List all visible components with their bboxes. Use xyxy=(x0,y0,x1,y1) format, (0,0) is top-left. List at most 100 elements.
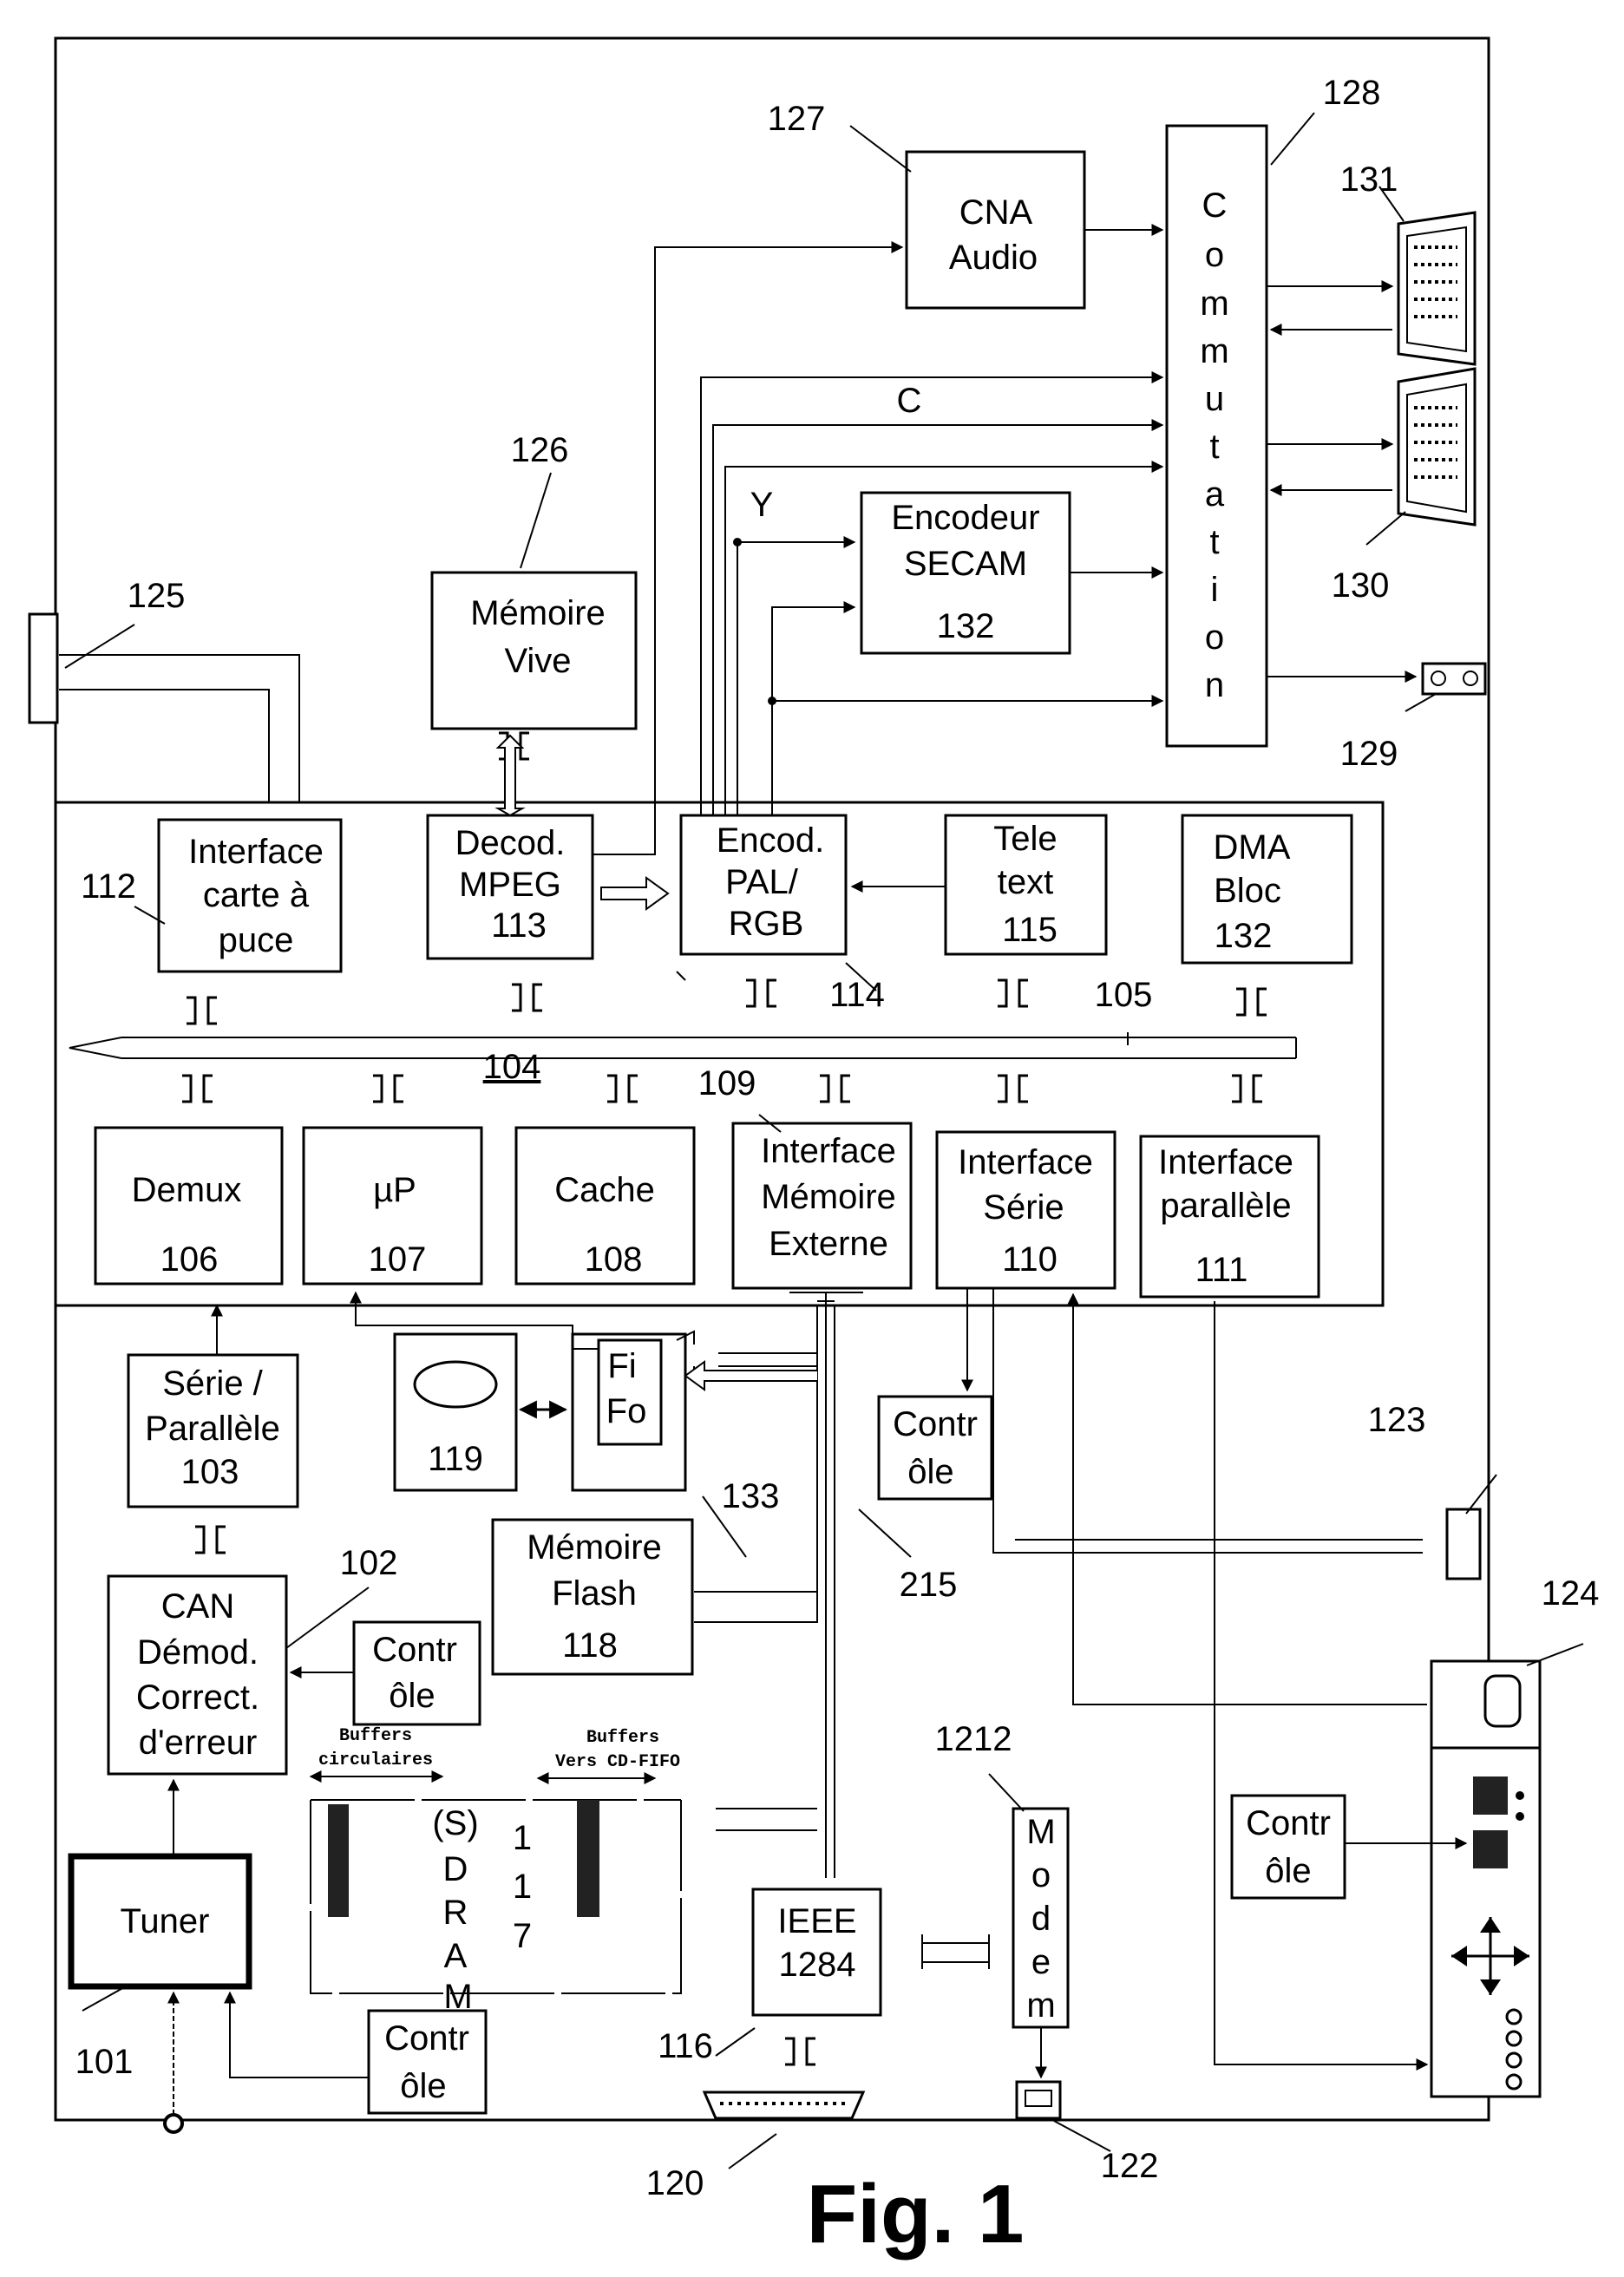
cache-ref: 108 xyxy=(585,1240,643,1279)
sdram-num-2: 1 xyxy=(513,1868,532,1906)
demux-label: Demux xyxy=(132,1171,242,1209)
interface-serie-line2: Série xyxy=(983,1188,1064,1227)
up-label: µP xyxy=(373,1171,416,1209)
commutation-a: a xyxy=(1205,475,1225,514)
ref-130: 130 xyxy=(1332,566,1390,605)
memoire-vive-line1: Mémoire xyxy=(470,594,606,632)
ref-133: 133 xyxy=(722,1477,780,1515)
encodeur-secam-line2: SECAM xyxy=(904,545,1027,583)
interface-memoire-line1: Interface xyxy=(761,1132,896,1170)
commutation-o2: o xyxy=(1205,618,1224,657)
modem-o: o xyxy=(1031,1856,1051,1894)
ref-120: 120 xyxy=(646,2164,704,2202)
ref-114: 114 xyxy=(829,976,885,1014)
serie-parallele-line1: Série / xyxy=(162,1364,263,1403)
ref-125: 125 xyxy=(128,577,186,615)
controle-serie-line2: ôle xyxy=(907,1453,953,1491)
ref-104: 104 xyxy=(483,1048,541,1086)
ref-215: 215 xyxy=(900,1566,958,1604)
controle-can-line2: ôle xyxy=(389,1677,435,1715)
controle-serie-line1: Contr xyxy=(893,1405,978,1443)
ref-124: 124 xyxy=(1542,1574,1600,1613)
buffers-circ-line1: Buffers xyxy=(339,1726,412,1746)
controle-front-line1: Contr xyxy=(1246,1804,1331,1842)
cna-audio-line2: Audio xyxy=(949,239,1038,277)
memoire-flash-line1: Mémoire xyxy=(527,1528,662,1567)
interface-parallele-line1: Interface xyxy=(1158,1143,1293,1181)
cache-label: Cache xyxy=(554,1171,655,1209)
connector-123-icon xyxy=(1447,1509,1480,1579)
commutation-o1: o xyxy=(1205,236,1224,274)
controle-can-line1: Contr xyxy=(372,1631,457,1669)
teletext-line1: Tele xyxy=(993,820,1057,858)
dma-line3: 132 xyxy=(1215,917,1273,955)
ref-1212: 1212 xyxy=(935,1720,1012,1758)
interface-parallele-line3: 111 xyxy=(1195,1251,1248,1289)
front-panel-124 xyxy=(1431,1661,1540,2097)
encod-pal-line1: Encod. xyxy=(717,821,825,860)
signal-c-label: C xyxy=(897,382,922,420)
ref-116: 116 xyxy=(658,2027,713,2065)
serie-parallele-line2: Parallèle xyxy=(145,1410,280,1448)
controle-tuner-line1: Contr xyxy=(384,2019,469,2058)
can-line2: Démod. xyxy=(137,1633,259,1672)
can-line3: Correct. xyxy=(136,1678,259,1717)
teletext-line2: text xyxy=(998,863,1053,901)
y-junction xyxy=(733,538,742,546)
commutation-c: C xyxy=(1202,186,1228,225)
sdram-m: M xyxy=(443,1978,472,2016)
memoire-flash-line3: 118 xyxy=(562,1626,618,1665)
controle-tuner-line2: ôle xyxy=(400,2067,446,2105)
ref-105: 105 xyxy=(1095,976,1153,1014)
commutation-u: u xyxy=(1205,380,1224,418)
encodeur-secam-line3: 132 xyxy=(937,607,995,645)
ieee-line1: IEEE xyxy=(777,1902,856,1940)
buffers-vers-line2: Vers CD-FIFO xyxy=(555,1752,680,1772)
ref-122: 122 xyxy=(1101,2147,1159,2185)
commutation-m1: m xyxy=(1200,285,1228,323)
fifo-line2: Fo xyxy=(606,1392,647,1430)
commutation-n: n xyxy=(1205,666,1224,704)
demux-ref: 106 xyxy=(160,1240,219,1279)
connector-129-icon xyxy=(1423,664,1485,694)
modem-m2: m xyxy=(1026,1986,1055,2025)
controle-front-line2: ôle xyxy=(1265,1852,1311,1890)
secam-junction xyxy=(768,697,776,705)
up-ref: 107 xyxy=(369,1240,427,1279)
memoire-vive-line2: Vive xyxy=(504,642,571,680)
connector-122-icon xyxy=(1017,2082,1060,2118)
memoire-flash-line2: Flash xyxy=(552,1574,637,1613)
ieee-line2: 1284 xyxy=(779,1946,856,1984)
interface-memoire-line2: Mémoire xyxy=(761,1178,896,1216)
signal-y-label: Y xyxy=(750,486,774,524)
encod-pal-line3: RGB xyxy=(729,905,804,943)
interface-serie-line1: Interface xyxy=(958,1143,1093,1181)
sdram-r: R xyxy=(443,1894,468,1932)
ref-126: 126 xyxy=(511,431,569,469)
dma-line1: DMA xyxy=(1214,828,1291,867)
fifo-line1: Fi xyxy=(607,1347,636,1385)
buffers-vers-line1: Buffers xyxy=(586,1728,659,1748)
interface-serie-line3: 110 xyxy=(1002,1240,1058,1279)
ref-123: 123 xyxy=(1368,1401,1426,1439)
encod-pal-line2: PAL/ xyxy=(725,863,799,901)
interface-memoire-line3: Externe xyxy=(769,1225,888,1263)
sdram-num-3: 7 xyxy=(513,1917,532,1955)
encodeur-secam-line1: Encodeur xyxy=(891,499,1039,537)
connector-120-icon xyxy=(704,2092,863,2118)
modem-d: d xyxy=(1031,1900,1051,1938)
tuner-label: Tuner xyxy=(120,1902,209,1940)
ref-101: 101 xyxy=(75,2043,134,2081)
scart-connector-130 xyxy=(1398,369,1475,525)
dma-line2: Bloc xyxy=(1214,872,1281,910)
scart-connector-131 xyxy=(1398,213,1475,364)
figure-label: Fig. 1 xyxy=(807,2168,1025,2261)
can-line1: CAN xyxy=(161,1587,234,1626)
decod-mpeg-line1: Decod. xyxy=(455,824,566,862)
ref-128: 128 xyxy=(1323,74,1381,112)
decod-mpeg-line2: MPEG xyxy=(459,866,561,904)
commutation-m2: m xyxy=(1200,332,1228,370)
serie-parallele-line3: 103 xyxy=(181,1453,239,1491)
